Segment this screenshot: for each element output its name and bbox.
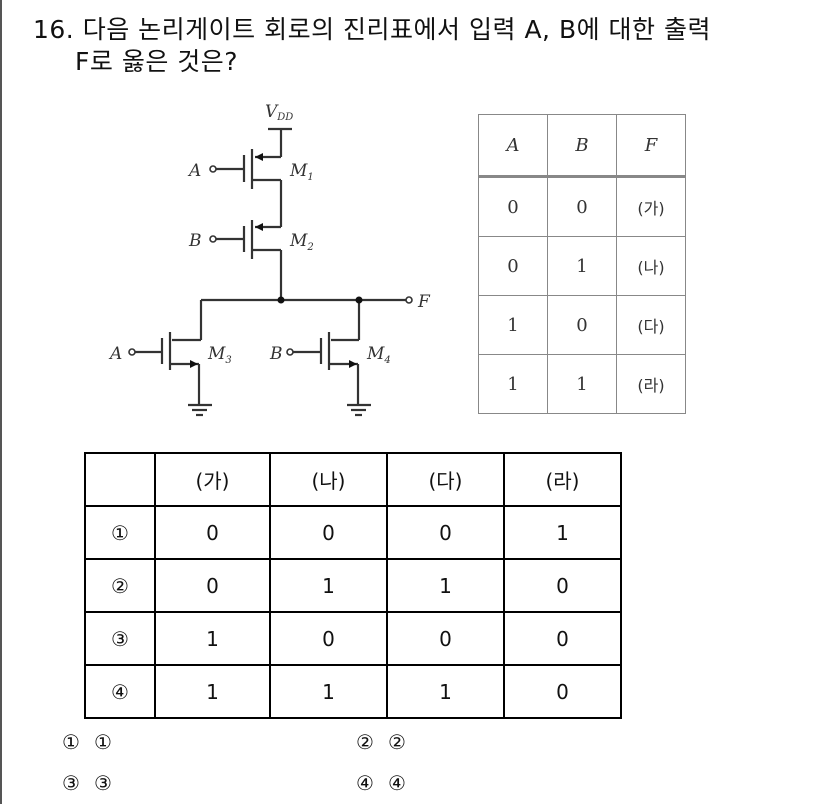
choice-marker: ④ [356, 771, 374, 795]
cell: 1 [547, 236, 617, 296]
svg-text:M3: M3 [207, 344, 232, 366]
table-row: ① 0 0 0 1 [84, 505, 622, 560]
choice-text: ④ [387, 771, 406, 795]
cell: 0 [154, 558, 271, 613]
choice-marker: ② [356, 730, 374, 754]
cell: 0 [478, 236, 548, 296]
header-f: F [616, 114, 686, 178]
option-marker: ② [84, 558, 156, 613]
cell: (가) [616, 176, 686, 237]
choice-marker: ③ [62, 771, 80, 795]
svg-text:M1: M1 [289, 161, 314, 183]
cmos-nor-circuit-diagram: VDD A M1 B M2 A M3 B M4 F [108, 102, 431, 417]
cell [84, 452, 156, 507]
page-left-border [0, 0, 2, 804]
cell: 0 [503, 664, 622, 719]
table-row: ② 0 1 1 0 [84, 558, 622, 613]
cell: 1 [269, 558, 388, 613]
cell: 1 [386, 664, 505, 719]
table-row: ③ 1 0 0 0 [84, 611, 622, 666]
cell: 0 [269, 505, 388, 560]
choice-text: ③ [93, 771, 112, 795]
svg-text:F: F [417, 292, 431, 312]
table-row: 0 1 (나) [478, 236, 686, 296]
svg-text:M4: M4 [366, 344, 391, 366]
cell: 0 [386, 611, 505, 666]
cell: 1 [386, 558, 505, 613]
svg-text:A: A [187, 161, 201, 181]
cell: 1 [547, 354, 617, 414]
svg-text:B: B [269, 344, 283, 364]
question-line1: 다음 논리게이트 회로의 진리표에서 입력 A, B에 대한 출력 [82, 15, 711, 44]
choice-text: ② [387, 730, 406, 754]
table-row: ④ 1 1 1 0 [84, 664, 622, 719]
cell: 0 [547, 295, 617, 355]
truth-table: A B F 0 0 (가) 0 1 (나) 1 0 (다) 1 1 (라) [478, 114, 686, 414]
cell: (다) [616, 295, 686, 355]
question-number: 16. [33, 15, 75, 44]
cell: 0 [478, 176, 548, 237]
table-row: 1 1 (라) [478, 354, 686, 414]
cell: (라) [616, 354, 686, 414]
svg-text:B: B [188, 231, 202, 251]
header-ga: (가) [154, 452, 271, 507]
answer-options-table: (가) (나) (다) (라) ① 0 0 0 1 ② 0 1 1 0 ③ 1 … [84, 452, 622, 719]
svg-text:A: A [108, 344, 122, 364]
cell: 1 [478, 354, 548, 414]
cell: 1 [503, 505, 622, 560]
header-da: (다) [386, 452, 505, 507]
cell: 1 [478, 295, 548, 355]
header-a: A [478, 114, 548, 178]
vdd-label: VDD [265, 102, 293, 123]
option-marker: ③ [84, 611, 156, 666]
cell: 0 [154, 505, 271, 560]
cell: 1 [269, 664, 388, 719]
choice-text: ① [93, 730, 112, 754]
question-text: 16. 다음 논리게이트 회로의 진리표에서 입력 A, B에 대한 출력 F로… [33, 14, 793, 78]
header-b: B [547, 114, 617, 178]
cell: 0 [503, 611, 622, 666]
truth-table-header: A B F [478, 114, 686, 178]
choice-marker: ① [62, 730, 80, 754]
header-na: (나) [269, 452, 388, 507]
cell: 0 [386, 505, 505, 560]
question-line2: F로 옳은 것은? [75, 47, 239, 76]
cell: 0 [503, 558, 622, 613]
svg-text:M2: M2 [289, 231, 314, 253]
cell: 1 [154, 664, 271, 719]
option-marker: ① [84, 505, 156, 560]
cell: 0 [269, 611, 388, 666]
cell: 1 [154, 611, 271, 666]
header-ra: (라) [503, 452, 622, 507]
option-marker: ④ [84, 664, 156, 719]
cell: (나) [616, 236, 686, 296]
cell: 0 [547, 176, 617, 237]
table-row: 1 0 (다) [478, 295, 686, 355]
answer-table-header: (가) (나) (다) (라) [84, 452, 622, 507]
table-row: 0 0 (가) [478, 176, 686, 237]
